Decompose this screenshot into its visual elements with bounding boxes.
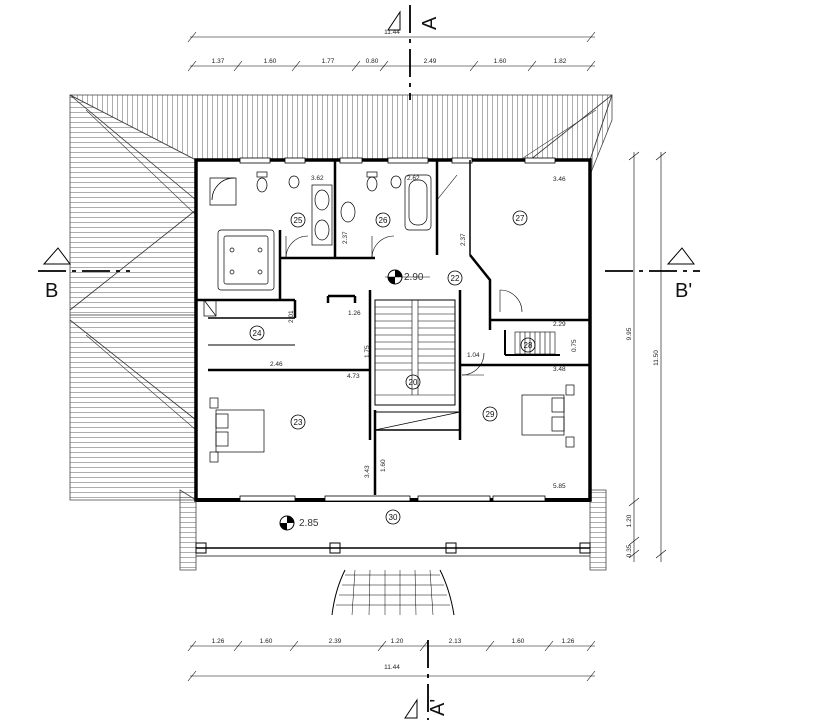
roof-hatching xyxy=(69,94,613,571)
svg-text:2.46: 2.46 xyxy=(270,361,283,368)
svg-text:1.04: 1.04 xyxy=(467,352,480,359)
svg-text:B: B xyxy=(45,280,58,302)
svg-text:A': A' xyxy=(427,699,449,716)
room-26: 26 xyxy=(375,212,391,228)
svg-text:1.60: 1.60 xyxy=(380,459,387,472)
svg-text:5.85: 5.85 xyxy=(553,483,566,490)
svg-text:27: 27 xyxy=(516,214,525,223)
svg-text:1.60: 1.60 xyxy=(494,58,507,65)
svg-text:30: 30 xyxy=(389,513,398,522)
svg-text:3.48: 3.48 xyxy=(553,366,566,373)
section-a-bottom: A' xyxy=(404,640,449,720)
svg-text:2.13: 2.13 xyxy=(449,638,462,645)
level-upper-label: 2.90 xyxy=(404,272,424,283)
inner-dimensions: 3.62 2.62 3.46 2.37 2.37 2.01 1.26 2.46 … xyxy=(270,175,578,490)
svg-text:1.75: 1.75 xyxy=(364,345,371,358)
top-dimension-lines xyxy=(187,31,596,72)
svg-text:2.62: 2.62 xyxy=(407,175,420,182)
svg-text:1.20: 1.20 xyxy=(391,638,404,645)
room-25: 25 xyxy=(290,212,306,228)
svg-text:2.37: 2.37 xyxy=(342,231,349,244)
svg-text:0.75: 0.75 xyxy=(571,339,578,352)
room-29: 29 xyxy=(482,406,498,422)
room-22: 22 xyxy=(447,270,463,286)
svg-text:22: 22 xyxy=(451,274,460,283)
right-dimension-lines xyxy=(628,151,667,562)
svg-text:11.44: 11.44 xyxy=(384,664,400,671)
bath-fixtures xyxy=(203,171,432,317)
door-swings xyxy=(285,174,523,376)
svg-text:0.35: 0.35 xyxy=(626,544,633,557)
svg-text:A: A xyxy=(419,16,441,30)
svg-text:25: 25 xyxy=(294,216,303,225)
bottom-dimension-lines xyxy=(187,640,596,682)
room-28: 28 xyxy=(520,337,536,353)
bed-23 xyxy=(215,409,265,453)
svg-text:1.26: 1.26 xyxy=(562,638,575,645)
section-b-right: B' xyxy=(605,247,700,302)
level-marker-upper: 2.90 xyxy=(385,269,430,285)
svg-text:2.01: 2.01 xyxy=(288,310,295,323)
svg-text:2.29: 2.29 xyxy=(553,321,566,328)
svg-text:1.20: 1.20 xyxy=(626,514,633,527)
svg-text:20: 20 xyxy=(409,378,418,387)
bottom-dimension-texts: 1.26 1.60 2.39 1.20 2.13 1.60 1.26 11.44 xyxy=(212,638,575,671)
svg-text:3.43: 3.43 xyxy=(364,465,371,478)
svg-text:4.73: 4.73 xyxy=(347,373,360,380)
room-numbers: 25 26 27 22 24 28 20 23 29 30 xyxy=(249,210,536,525)
section-a-top: A xyxy=(387,5,441,100)
svg-text:2.39: 2.39 xyxy=(329,638,342,645)
section-b-left: B xyxy=(38,247,130,302)
svg-text:11.44: 11.44 xyxy=(384,29,400,36)
svg-text:1.60: 1.60 xyxy=(512,638,525,645)
svg-text:2.37: 2.37 xyxy=(460,233,467,246)
svg-text:29: 29 xyxy=(486,410,495,419)
room-30: 30 xyxy=(385,509,401,525)
svg-text:1.82: 1.82 xyxy=(554,58,567,65)
terrace xyxy=(195,542,591,616)
right-dimension-texts: 9.95 1.20 0.35 11.50 xyxy=(626,327,660,557)
svg-text:1.60: 1.60 xyxy=(260,638,273,645)
room-20: 20 xyxy=(405,374,421,390)
windows xyxy=(239,157,556,502)
svg-text:B': B' xyxy=(675,280,692,302)
svg-text:3.46: 3.46 xyxy=(553,176,566,183)
svg-text:11.50: 11.50 xyxy=(653,350,660,366)
staircase xyxy=(374,299,556,406)
level-marker-terrace: 2.85 xyxy=(279,515,319,531)
svg-text:2.49: 2.49 xyxy=(424,58,437,65)
bed-29 xyxy=(521,394,565,436)
svg-text:26: 26 xyxy=(379,216,388,225)
svg-text:3.62: 3.62 xyxy=(311,175,324,182)
room-24: 24 xyxy=(249,325,265,341)
interior-walls xyxy=(196,160,590,495)
svg-text:9.95: 9.95 xyxy=(626,327,633,340)
top-dimension-texts: 11.44 1.37 1.60 1.77 0.80 2.49 1.60 1.82 xyxy=(212,29,567,65)
svg-text:0.80: 0.80 xyxy=(366,58,379,65)
room-27: 27 xyxy=(512,210,528,226)
svg-text:28: 28 xyxy=(524,341,533,350)
beds xyxy=(209,384,575,463)
level-terrace-label: 2.85 xyxy=(299,518,319,529)
svg-text:24: 24 xyxy=(253,329,262,338)
svg-text:1.60: 1.60 xyxy=(264,58,277,65)
jacuzzi xyxy=(217,229,275,291)
svg-text:23: 23 xyxy=(294,418,303,427)
room-23: 23 xyxy=(290,414,306,430)
svg-text:1.77: 1.77 xyxy=(322,58,335,65)
svg-text:1.37: 1.37 xyxy=(212,58,225,65)
svg-text:1.26: 1.26 xyxy=(212,638,225,645)
svg-text:1.26: 1.26 xyxy=(348,310,361,317)
